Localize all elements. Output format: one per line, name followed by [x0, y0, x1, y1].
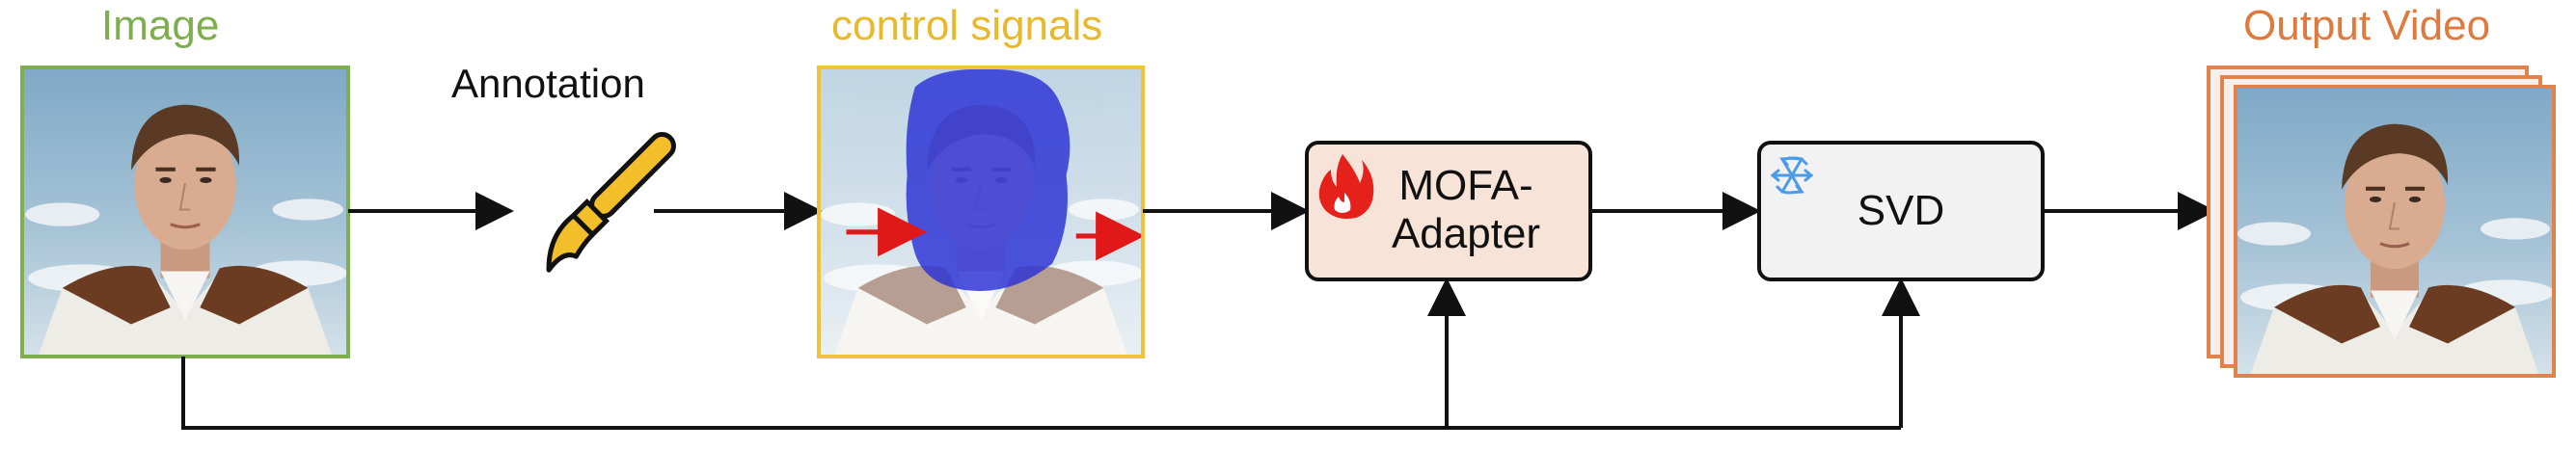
image-label: Image	[101, 2, 220, 49]
input-image	[20, 66, 350, 358]
output-video-label: Output Video	[2243, 2, 2491, 49]
control-signals-label: control signals	[831, 2, 1103, 49]
annotation-label: Annotation	[451, 61, 645, 106]
output-frame-front-photo	[2236, 87, 2554, 376]
output-video-stack	[2207, 66, 2556, 378]
control-photo	[819, 67, 1143, 357]
motion-mask	[906, 68, 1071, 291]
flame-icon	[1318, 154, 1374, 219]
image-conditioning-path	[181, 278, 1920, 430]
snowflake-icon	[1770, 156, 1814, 195]
mofa-line2: Adapter	[1391, 210, 1541, 257]
input-image-photo	[23, 67, 347, 357]
output-frame-front	[2234, 85, 2556, 378]
paintbrush-icon	[546, 132, 676, 273]
mofa-line1: MOFA-	[1398, 162, 1533, 209]
mofa-adapter-label: MOFA- Adapter	[1350, 162, 1582, 258]
control-signals-image	[817, 66, 1145, 358]
svd-label: SVD	[1857, 187, 1945, 234]
